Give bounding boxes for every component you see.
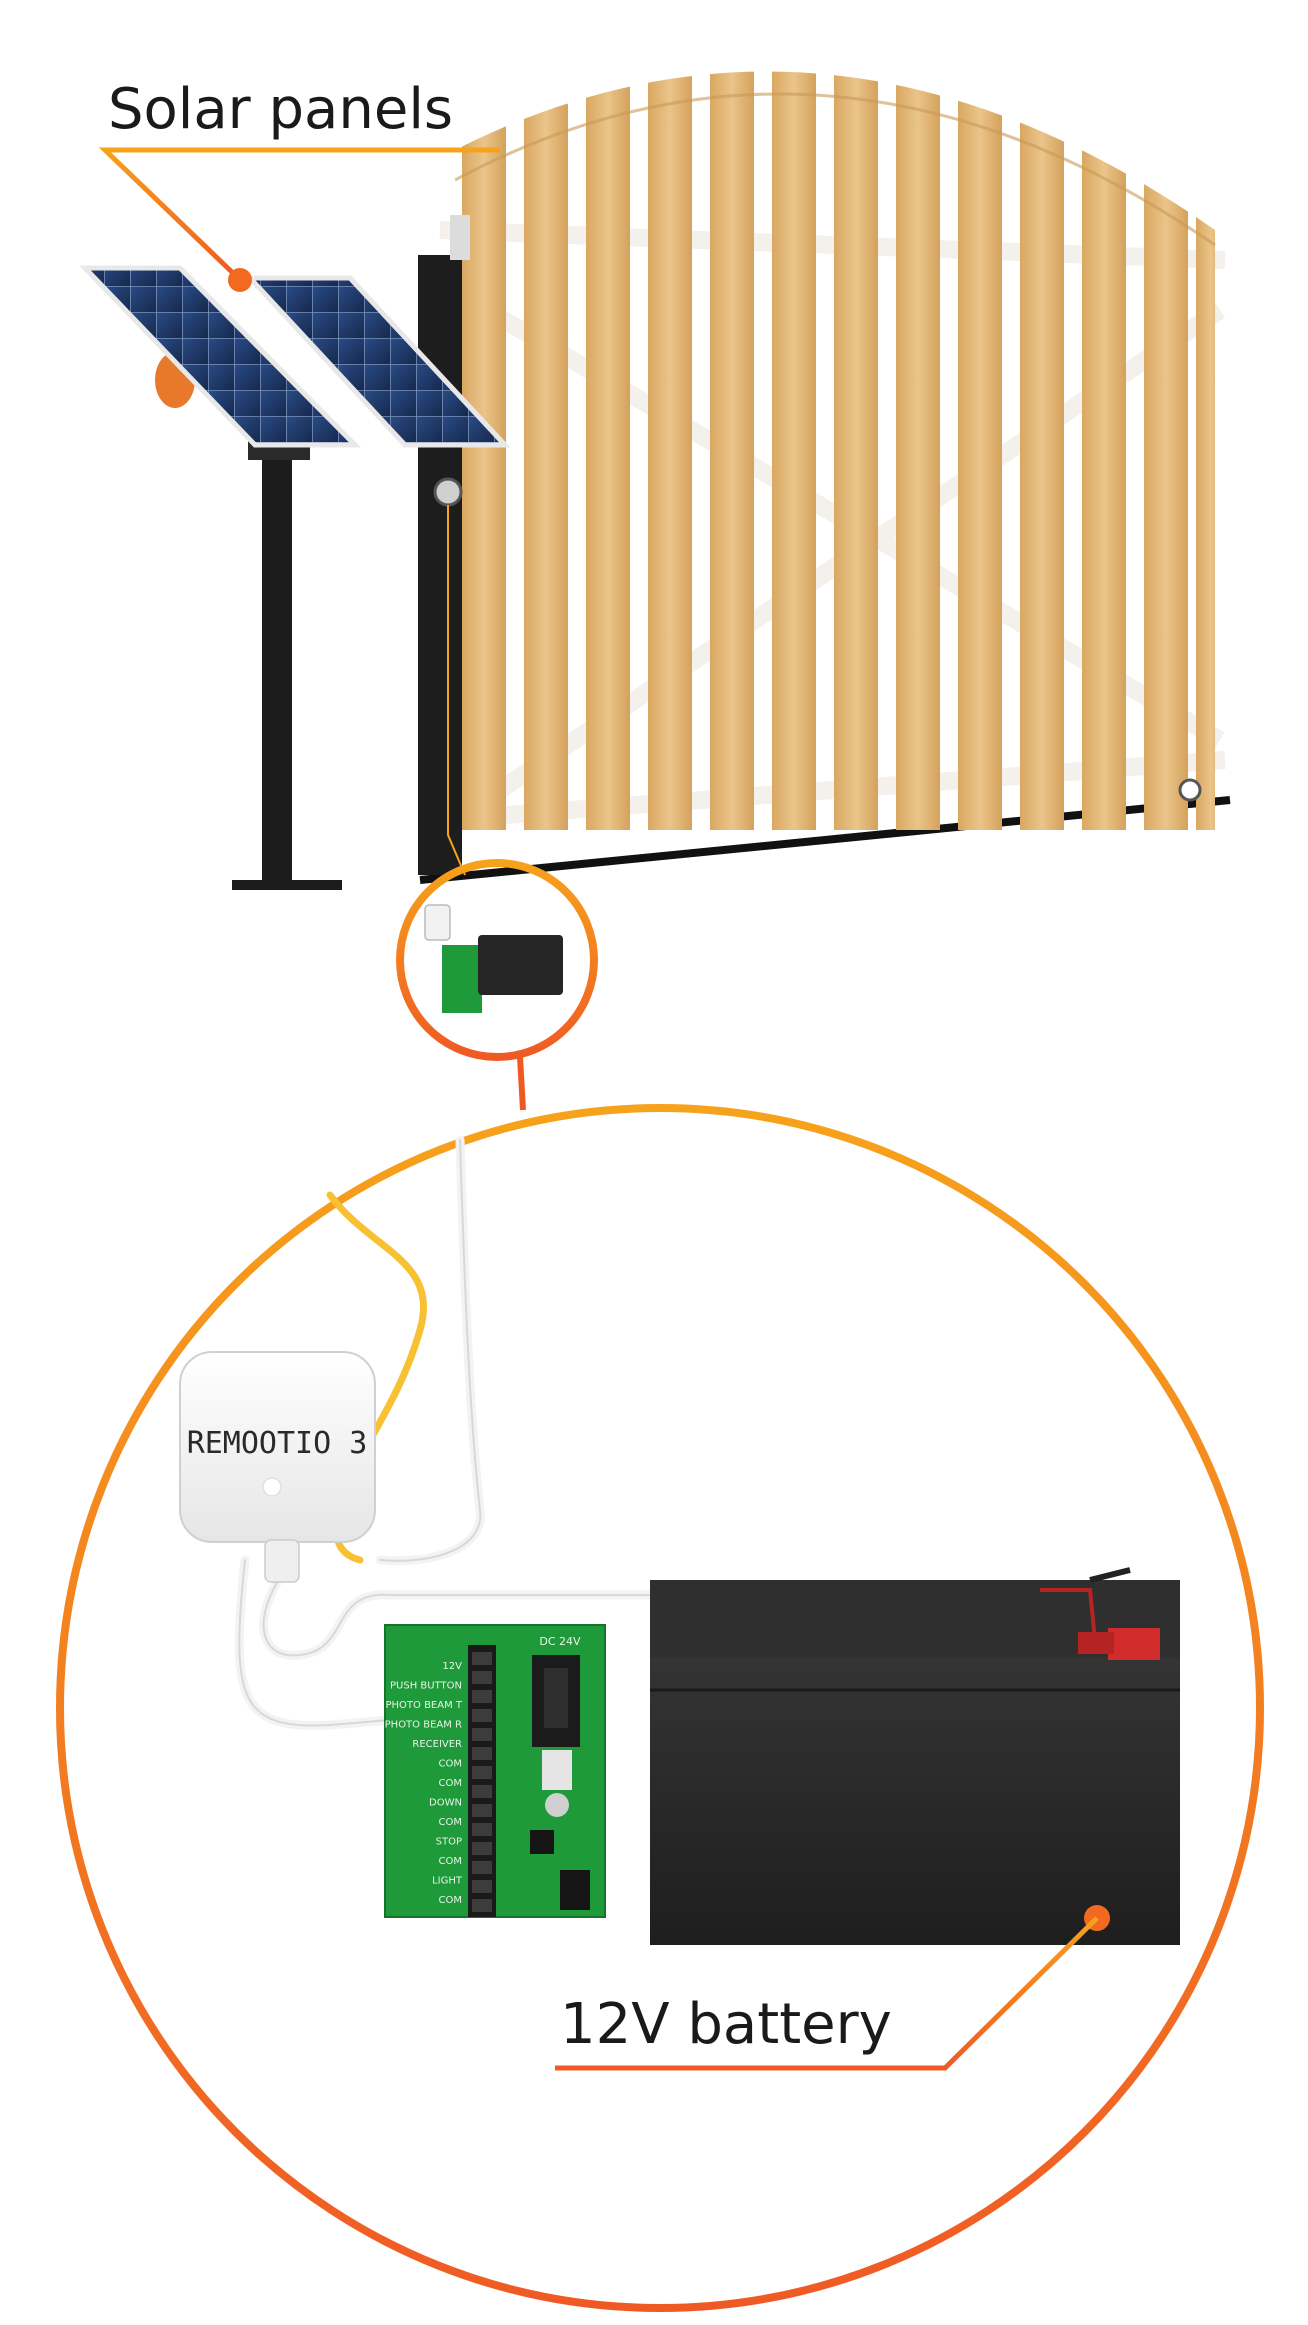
terminal-screw	[472, 1785, 492, 1798]
stand-pole	[262, 450, 292, 890]
zoom-connector	[517, 1056, 526, 1111]
board-terminal-labels: 12V PUSH BUTTON PHOTO BEAM T PHOTO BEAM R RE…	[385, 1661, 463, 1906]
board-header-label: DC 24V	[539, 1635, 581, 1648]
gate-post	[418, 255, 462, 875]
board-terminal-label: PHOTO BEAM T	[385, 1700, 462, 1711]
board-terminal-label: DOWN	[429, 1798, 462, 1809]
board-terminal-label: 12V	[442, 1661, 462, 1672]
terminal-screw	[472, 1671, 492, 1684]
terminal-screw	[472, 1880, 492, 1893]
callout-leader-line	[555, 1916, 1099, 2071]
sliding-gate	[419, 71, 1231, 884]
terminal-screw	[472, 1899, 492, 1912]
board-terminal-label: PUSH BUTTON	[390, 1681, 462, 1692]
board-terminal-label: COM	[439, 1778, 462, 1789]
solar-panels-label: Solar panels	[108, 77, 453, 142]
terminal-screw	[472, 1842, 492, 1855]
board-terminal-label: COM	[439, 1817, 462, 1828]
terminal-screw	[472, 1709, 492, 1722]
board-terminal-label: RECEIVER	[412, 1739, 462, 1750]
terminal-screw	[472, 1766, 492, 1779]
solar-panel-icon	[79, 265, 511, 448]
callout-dot	[228, 268, 252, 292]
battery-body	[650, 1580, 1180, 1945]
sensor-wire	[447, 505, 466, 876]
device-connector	[264, 1539, 300, 1583]
board-terminal-label: PHOTO BEAM R	[385, 1720, 462, 1731]
board-terminal-label: COM	[439, 1895, 462, 1906]
photo-beam-sensor	[433, 477, 463, 507]
battery-terminal-positive	[1108, 1628, 1160, 1660]
terminal-screw	[472, 1652, 492, 1665]
terminal-screw	[472, 1823, 492, 1836]
board-terminal-label: STOP	[436, 1837, 462, 1848]
battery-icon	[650, 1567, 1180, 1945]
callout-leader-line	[98, 147, 500, 277]
solar-panels-callout: Solar panels	[98, 77, 500, 292]
zoom-ring-small	[396, 859, 598, 1111]
controller-board-icon: DC 24V 12V PUSH BUTTON PHOTO BEAM T PHOTO B…	[384, 1624, 606, 1918]
terminal-screw	[472, 1728, 492, 1741]
terminal-screw	[472, 1804, 492, 1817]
board-terminal-label: LIGHT	[432, 1876, 463, 1887]
battery-callout: 12V battery	[555, 1905, 1110, 2071]
board-terminal-label: COM	[439, 1856, 462, 1867]
battery-label: 12V battery	[560, 1992, 892, 2057]
terminal-block	[472, 1652, 492, 1912]
terminal-screw	[472, 1690, 492, 1703]
board-terminal-label: COM	[439, 1759, 462, 1770]
gate-pickets	[462, 71, 1215, 831]
terminal-screw	[472, 1861, 492, 1874]
device-name-label: REMOOTIO 3	[187, 1426, 368, 1461]
zoom-ring-large	[56, 1104, 1264, 2312]
solar-panel-stand	[79, 265, 511, 890]
terminal-screw	[472, 1747, 492, 1760]
device-led	[262, 1477, 282, 1497]
remootio-device-icon: REMOOTIO 3	[179, 1351, 376, 1583]
